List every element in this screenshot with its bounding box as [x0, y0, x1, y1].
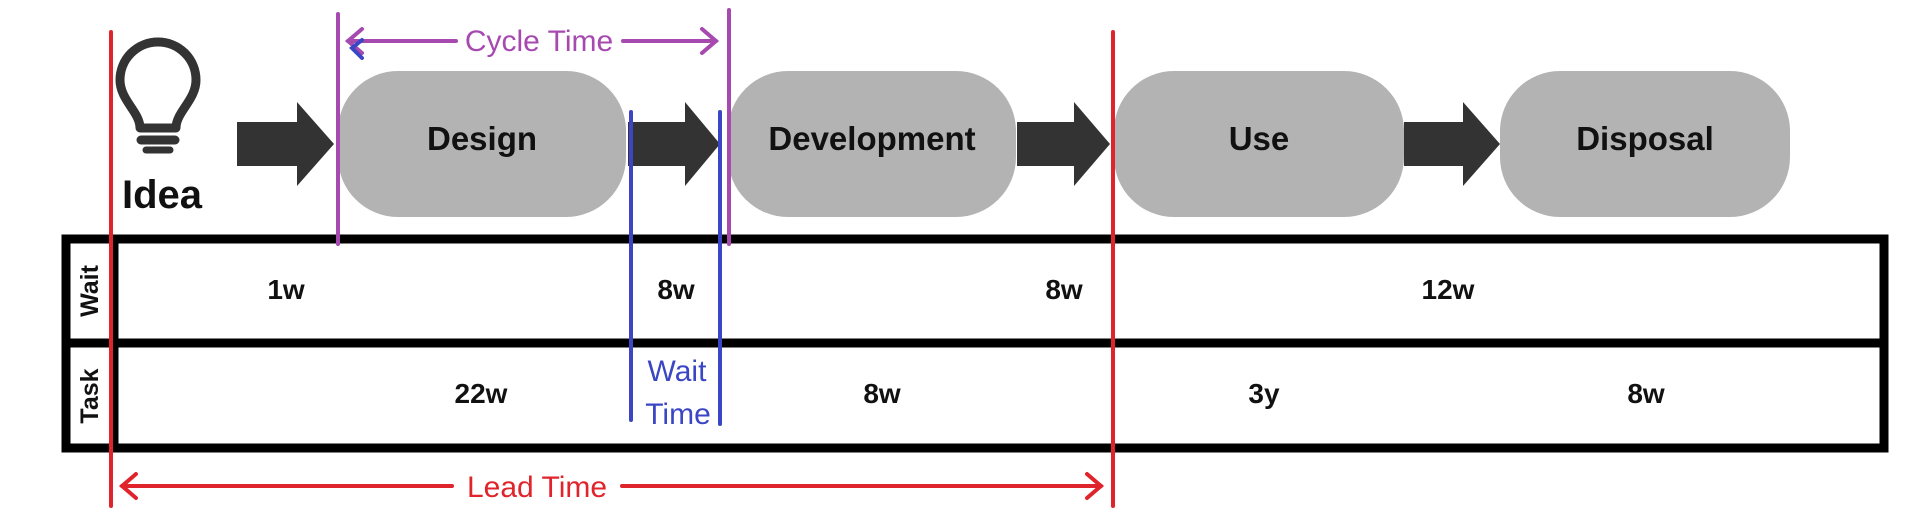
wait-row-label: Wait	[76, 264, 104, 317]
flow-arrow-2	[628, 102, 720, 186]
stage-design-label: Design	[427, 120, 537, 157]
task-cell-4: 8w	[1627, 378, 1665, 409]
flow-arrow-3	[1017, 102, 1110, 186]
wait-cell-2: 8w	[657, 274, 695, 305]
wait-cell-4: 12w	[1422, 274, 1475, 305]
stage-disposal: Disposal	[1500, 71, 1790, 217]
task-cell-3: 3y	[1248, 378, 1280, 409]
wait-time-marker	[349, 38, 722, 426]
stage-development-label: Development	[768, 120, 975, 157]
wait-time-label-line1: Wait	[648, 355, 708, 388]
wait-time-label-line2: Time	[645, 398, 711, 431]
lightbulb-icon	[115, 37, 201, 154]
stage-design: Design	[338, 71, 626, 217]
stage-use: Use	[1114, 71, 1404, 217]
task-row-label: Task	[76, 368, 104, 423]
task-cell-2: 8w	[863, 378, 901, 409]
idea-label: Idea	[122, 173, 203, 217]
stage-disposal-label: Disposal	[1576, 120, 1714, 157]
cycle-time-label: Cycle Time	[465, 25, 613, 58]
timing-table	[61, 234, 1889, 453]
lead-time-left-arrowhead	[118, 472, 138, 500]
task-cell-1: 22w	[455, 378, 508, 409]
stage-use-label: Use	[1229, 120, 1290, 157]
cycle-time-right-arrowhead	[700, 27, 720, 55]
wait-cell-1: 1w	[267, 274, 305, 305]
wait-cell-3: 8w	[1045, 274, 1083, 305]
stage-development: Development	[728, 71, 1016, 217]
cycle-time-marker	[336, 8, 731, 246]
lead-time-right-arrowhead	[1085, 472, 1105, 500]
flow-arrows	[237, 102, 1500, 186]
cycle-time-left-arrowhead	[344, 27, 364, 55]
lead-time-marker	[109, 30, 1115, 508]
lead-time-label: Lead Time	[467, 471, 607, 504]
flow-arrow-4	[1404, 102, 1500, 186]
flow-arrow-1	[237, 102, 334, 186]
